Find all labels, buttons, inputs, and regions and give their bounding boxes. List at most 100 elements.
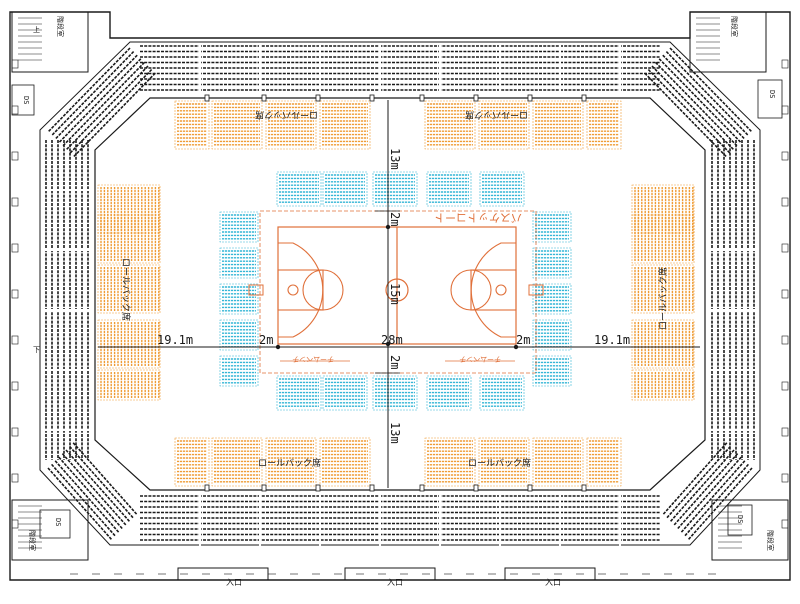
dim-court-width: 15m [388,283,402,305]
ds-box-1 [757,79,783,119]
stair-room-tr [689,11,767,73]
stair-room-bl [11,499,89,561]
floor-block-bl-0 [174,437,210,487]
floor-block-br-0 [424,437,476,487]
court-seat-top-0 [276,171,322,207]
floor-block-left-1 [97,214,161,264]
stand-outer-edge [39,41,761,546]
floor-block-tr-2 [532,100,584,150]
floor-block-left-0 [97,184,161,234]
label-court-name: バスケットコート [434,211,522,224]
label-entrance-2: 入口 [387,578,403,587]
center-circle [385,278,409,302]
court-seat-bottom-4 [479,375,525,411]
backboard-right [528,284,544,296]
floor-block-tl-3 [319,100,371,150]
label-ds-bl: DS [54,518,62,526]
floor-block-br-1 [478,437,530,487]
court-seat-bottom-1 [322,375,368,411]
floor-block-tl-2 [265,100,317,150]
floor-block-right-1 [631,214,695,264]
three-point-right [470,242,516,338]
floor-block-tr-3 [586,100,622,150]
court-seat-left-2 [219,283,259,315]
label-corner-tl: 階段室 [56,16,65,37]
court-seat-left-0 [219,211,259,243]
label-corner-br: 階段室 [766,530,775,551]
court-seat-bottom-2 [372,375,418,411]
three-point-left [278,242,324,338]
label-floor-block-br: ロールバック席 [468,457,531,469]
label-entrance-3: 入口 [545,578,561,587]
backboard-left [248,284,264,296]
court-seat-right-4 [532,355,572,387]
ds-box-0 [11,84,35,116]
basketball-court [248,210,544,374]
free-throw-circle-left [302,269,344,311]
label-floor-block-right: ロールバック席 [657,267,669,330]
dim-bottom-depth: 13m [388,422,402,444]
dim-margin-bottom: 2m [388,355,402,369]
floor-block-bl-1 [211,437,263,487]
dimension-lines [98,100,700,488]
floor-block-tr-1 [478,100,530,150]
floor-block-left-3 [97,319,161,369]
court-seat-left-1 [219,247,259,279]
fixed-stands [44,44,758,546]
court-seat-left-4 [219,355,259,387]
floor-block-left-4 [97,369,161,401]
courtside-seats [219,171,572,411]
court-seat-right-1 [532,247,572,279]
floor-block-br-2 [532,437,584,487]
label-bench-left: チームベンチ [292,355,334,363]
ds-box-3 [727,504,753,536]
dim-court-length: 28m [381,333,403,347]
label-ds-tl: DS [22,96,30,104]
label-ds-tr: DS [768,90,776,98]
floor-seat-blocks [97,94,695,492]
label-floor-block-bl: ロールバック席 [258,457,321,469]
dim-margin-top: 2m [388,212,402,226]
court-seat-bottom-0 [276,375,322,411]
entrance-2 [344,567,436,581]
label-stair-bottom: 下 [33,346,40,354]
dim-right-side: 19.1m [594,333,630,347]
label-corner-tr: 階段室 [730,16,739,37]
stair-room-br [711,499,789,561]
floor-block-right-4 [631,369,695,401]
floor-block-right-0 [631,184,695,234]
court-seat-right-0 [532,211,572,243]
free-throw-circle-right [450,269,492,311]
label-entrance-1: 入口 [226,578,242,587]
arena-floor-edge [94,97,706,491]
floor-block-right-3 [631,319,695,369]
court-seat-top-2 [372,171,418,207]
dim-node-2 [275,344,281,350]
label-stair-top: 上 [33,25,40,34]
label-bench-right: チームベンチ [459,355,501,363]
dim-node-0 [385,224,391,230]
entrance-3 [504,567,596,581]
ds-box-2 [39,509,71,539]
court-seat-right-2 [532,283,572,315]
floor-block-left-2 [97,264,161,314]
entrance-labels: 入口 入口 入口 [226,578,561,587]
label-floor-block-tr: ロールバック席 [465,109,528,121]
court-seat-left-3 [219,319,259,351]
dim-left-side: 19.1m [157,333,193,347]
floor-block-bl-2 [265,437,317,487]
court-seat-top-4 [479,171,525,207]
block-labels: ロールバック席 ロールバック席 ロールバック席 ロールバック席 ロールバック席 … [120,109,669,469]
floor-block-br-3 [586,437,622,487]
dim-node-3 [513,344,519,350]
hoop-left [287,284,299,296]
outer-walls [9,11,791,581]
court-seat-right-3 [532,319,572,351]
dim-node-1 [385,341,391,347]
court-seat-bottom-3 [426,375,472,411]
hoop-right [495,284,507,296]
label-floor-block-left: ロールバック席 [120,258,132,321]
dim-top-depth: 13m [388,148,402,170]
